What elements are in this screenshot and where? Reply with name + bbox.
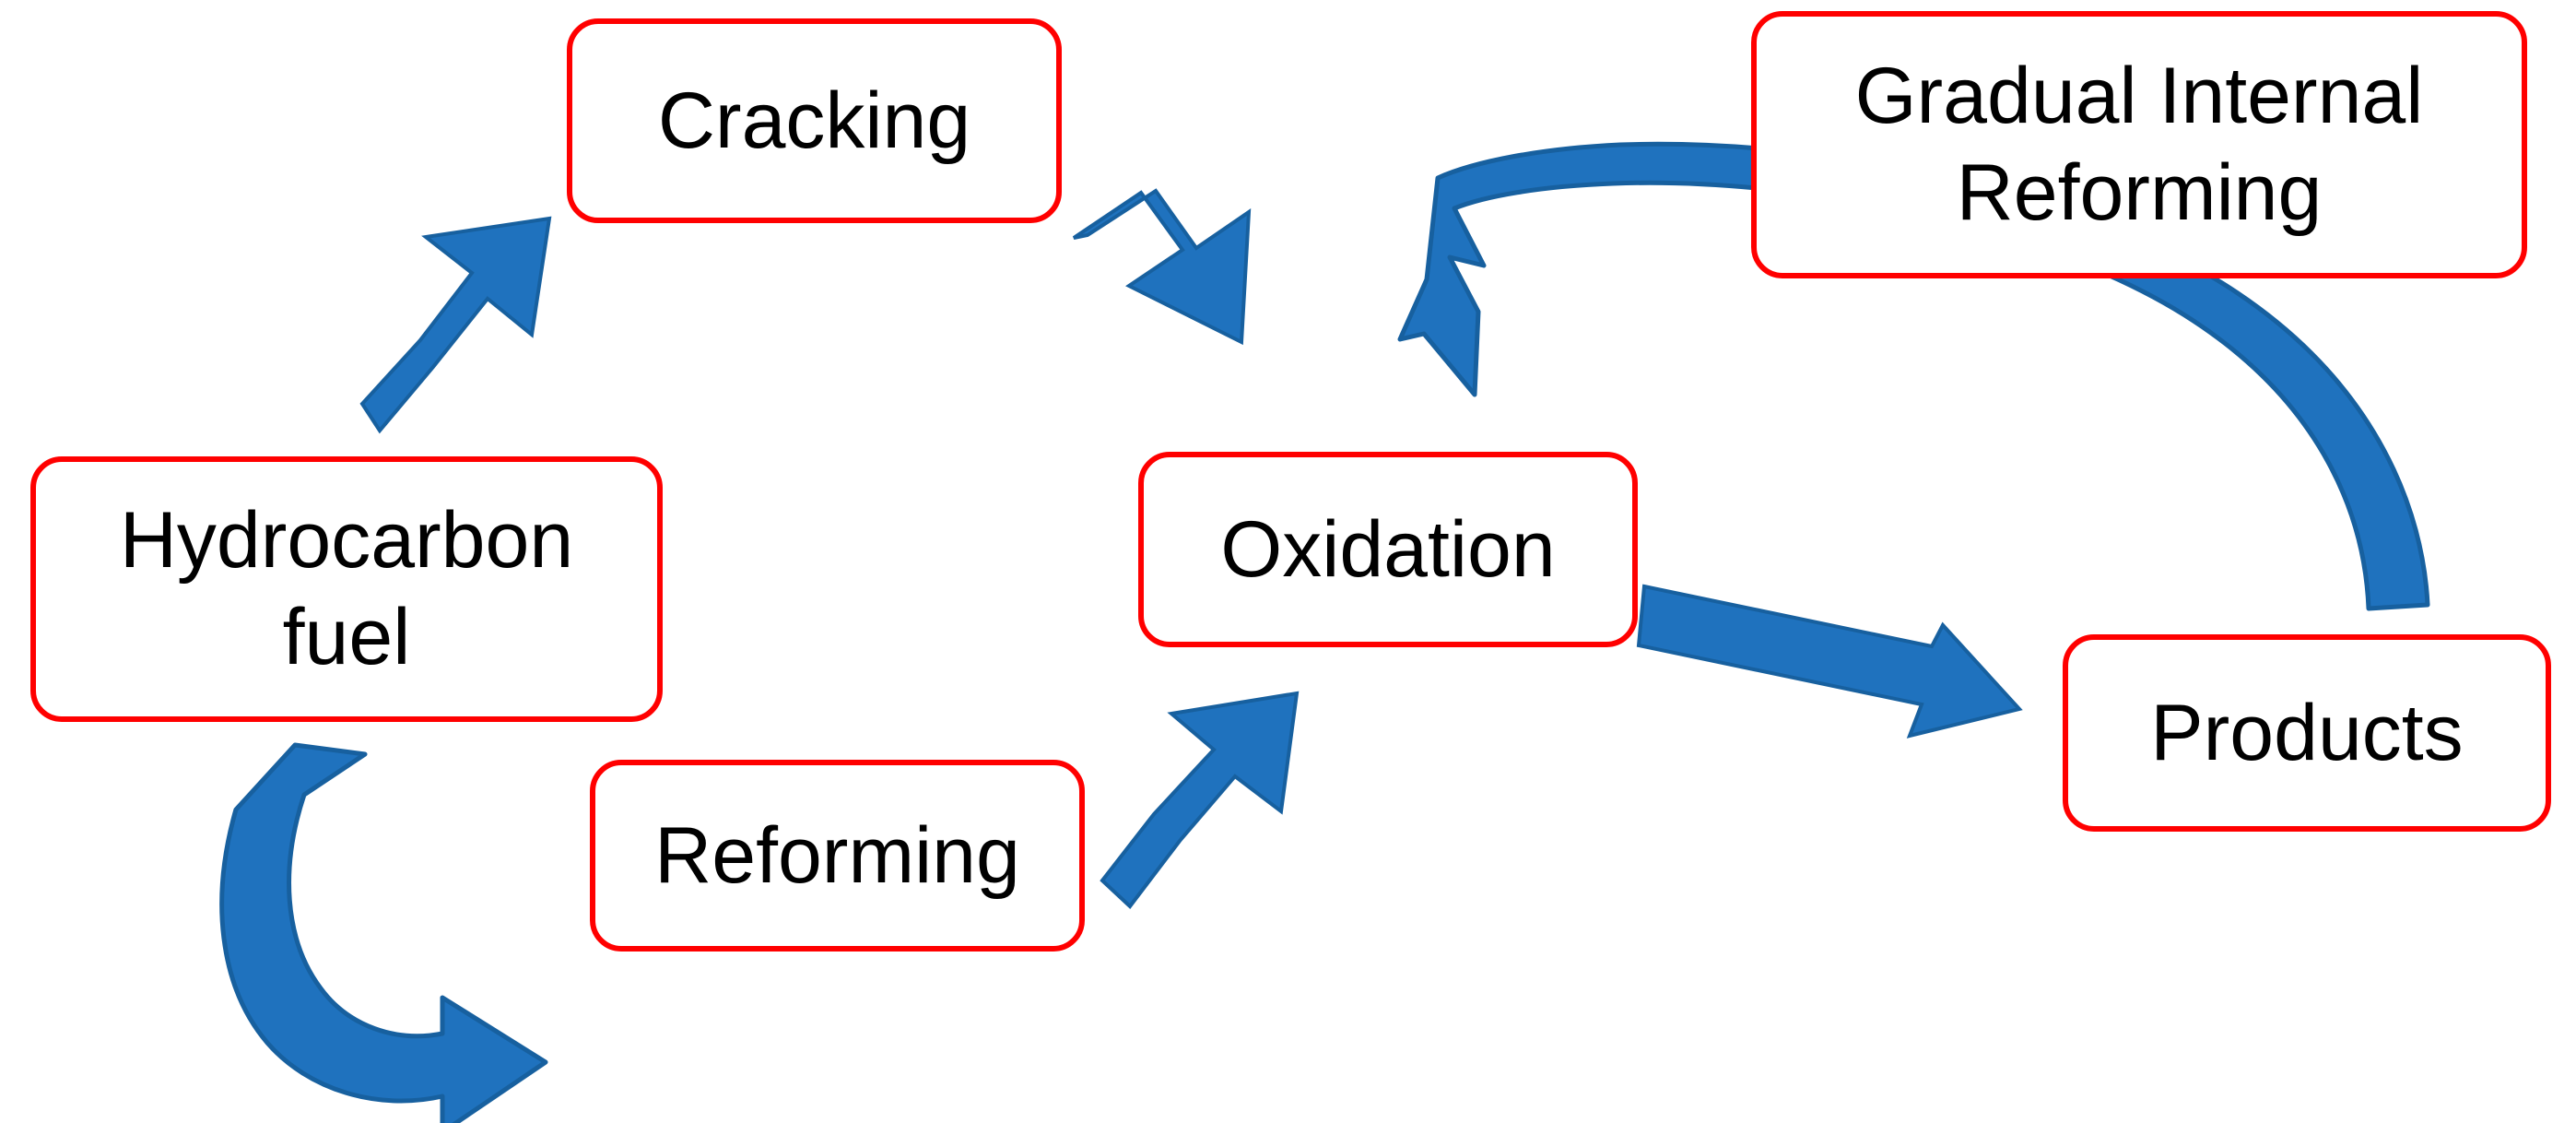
- arrow-oxidation-to-products: [1636, 584, 2023, 739]
- node-products-label: Products: [2150, 688, 2464, 777]
- node-reforming-label: Reforming: [654, 810, 1020, 900]
- node-reforming[interactable]: Reforming: [590, 760, 1085, 952]
- node-gradual-internal-reforming-label: Gradual Internal Reforming: [1854, 52, 2424, 237]
- node-gradual-internal-reforming[interactable]: Gradual Internal Reforming: [1751, 11, 2527, 278]
- node-oxidation[interactable]: Oxidation: [1138, 452, 1638, 647]
- node-cracking[interactable]: Cracking: [567, 18, 1062, 223]
- node-hydrocarbon-fuel[interactable]: Hydrocarbon fuel: [30, 456, 663, 722]
- node-products[interactable]: Products: [2063, 634, 2551, 832]
- arrow-hcfuel-to-reforming-curved: [219, 742, 548, 1123]
- node-hydrocarbon-fuel-label: Hydrocarbon fuel: [119, 496, 574, 681]
- arrow-hcfuel-to-cracking: [359, 216, 552, 434]
- node-oxidation-label: Oxidation: [1220, 504, 1556, 594]
- node-cracking-label: Cracking: [657, 76, 971, 165]
- arrow-cracking-to-oxidation: [1072, 188, 1252, 346]
- arrow-reforming-to-oxidation: [1100, 691, 1300, 909]
